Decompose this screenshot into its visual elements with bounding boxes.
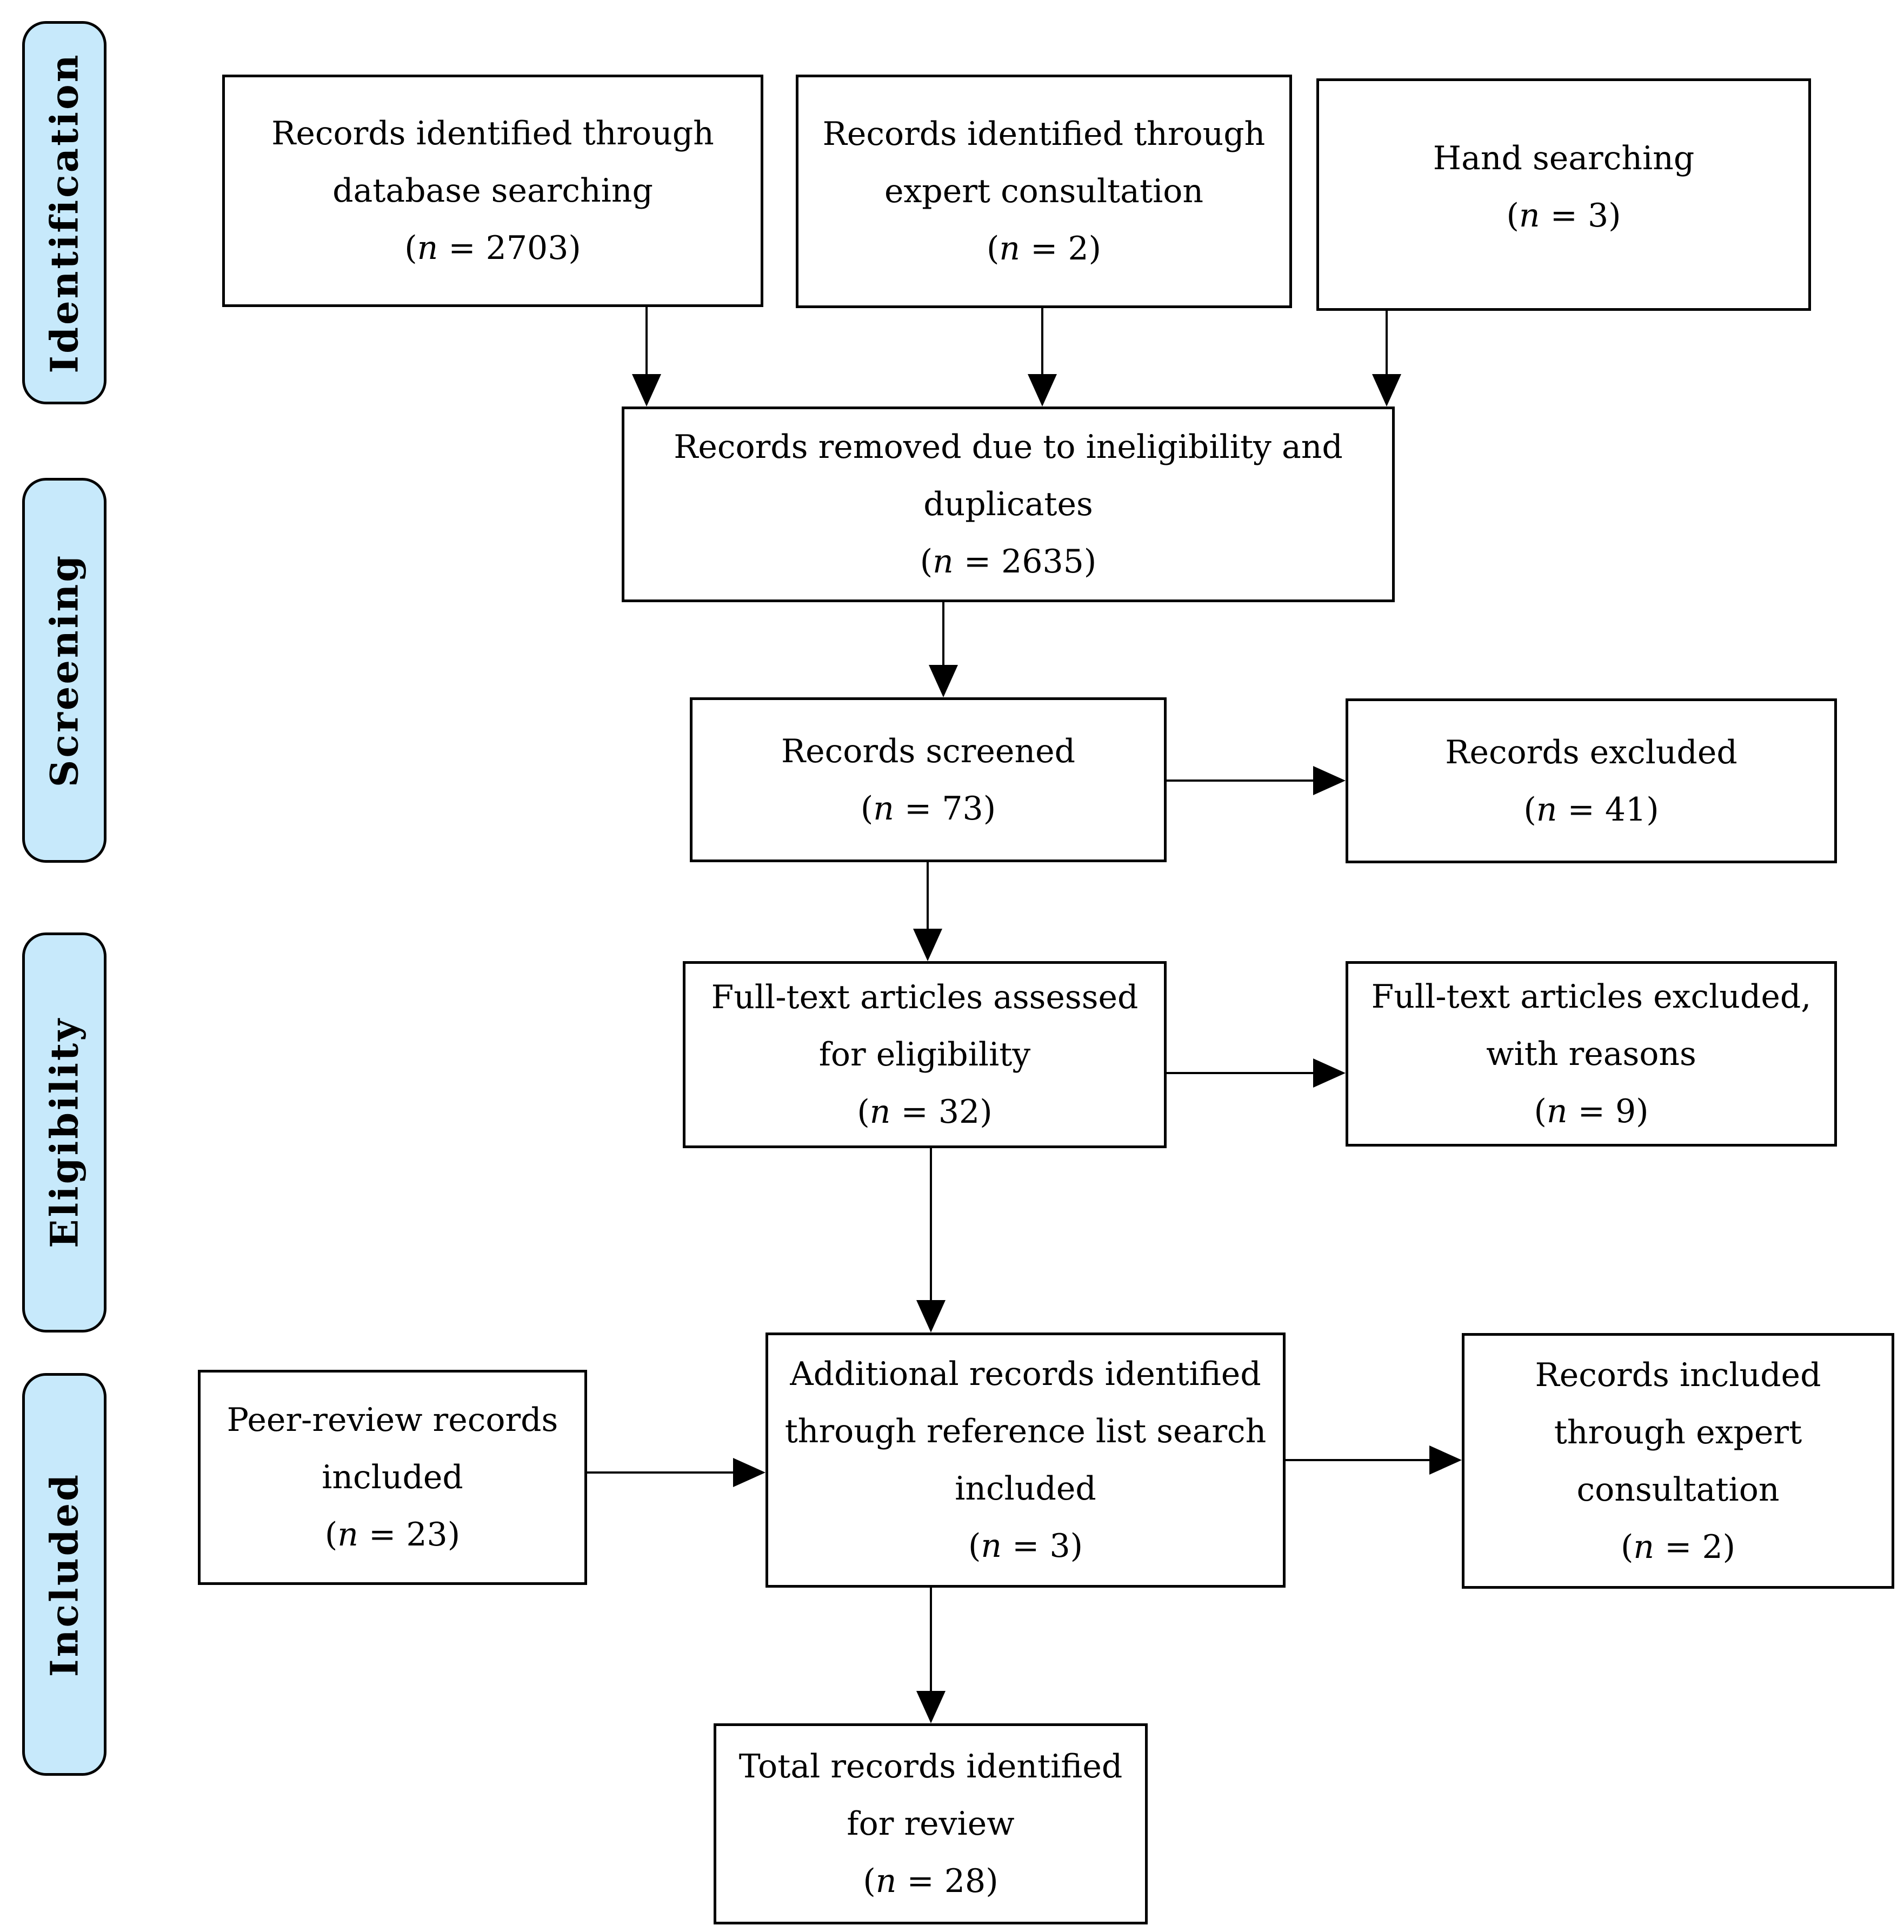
- box-line: Records identified through: [822, 115, 1266, 153]
- stage-eligibility-label: Eligibility: [42, 1017, 87, 1248]
- box-count: (n = 3): [1506, 197, 1621, 235]
- arrowhead-icon: [916, 1300, 946, 1333]
- arrowhead-icon: [1028, 374, 1057, 407]
- arrowhead-icon: [929, 665, 958, 697]
- box-count: (n = 2): [1620, 1528, 1736, 1566]
- box-line: Peer-review records: [227, 1401, 558, 1439]
- box-fulltext-excluded: Full-text articles excluded, with reason…: [1346, 961, 1837, 1147]
- box-count: (n = 23): [324, 1516, 461, 1554]
- box-fulltext-assessed: Full-text articles assessed for eligibil…: [683, 961, 1167, 1148]
- box-total-records: Total records identified for review (n =…: [714, 1723, 1148, 1924]
- box-count: (n = 41): [1523, 790, 1659, 829]
- box-peer-review-included: Peer-review records included (n = 23): [198, 1370, 587, 1585]
- box-count: (n = 2635): [920, 543, 1097, 581]
- box-line: database searching: [332, 172, 653, 210]
- stage-eligibility: Eligibility: [22, 932, 106, 1333]
- box-additional-reference-list: Additional records identified through re…: [765, 1333, 1286, 1588]
- box-count: (n = 2703): [404, 229, 581, 267]
- stage-screening: Screening: [22, 478, 106, 863]
- box-line: Additional records identified: [790, 1355, 1261, 1393]
- arrowhead-icon: [1313, 1058, 1346, 1088]
- box-line: included: [955, 1470, 1096, 1508]
- arrowhead-icon: [1313, 766, 1346, 795]
- box-line: Full-text articles excluded,: [1371, 977, 1812, 1016]
- box-line: Full-text articles assessed: [711, 978, 1139, 1016]
- box-line: Total records identified: [738, 1748, 1123, 1786]
- box-line: included: [322, 1458, 463, 1496]
- box-hand-searching: Hand searching (n = 3): [1316, 78, 1811, 311]
- arrowhead-icon: [632, 374, 661, 407]
- stage-included: Included: [22, 1373, 106, 1776]
- box-line: Records screened: [781, 732, 1075, 770]
- box-records-removed: Records removed due to ineligibility and…: [622, 407, 1395, 602]
- box-line: Hand searching: [1433, 139, 1695, 177]
- stage-screening-label: Screening: [42, 553, 87, 788]
- box-line: consultation: [1576, 1470, 1780, 1509]
- box-line: through reference list search: [784, 1413, 1267, 1450]
- box-records-expert-consultation: Records identified through expert consul…: [796, 75, 1292, 308]
- stage-included-label: Included: [42, 1472, 87, 1677]
- box-records-screened: Records screened (n = 73): [690, 697, 1167, 862]
- arrowhead-icon: [1372, 374, 1401, 407]
- box-line: with reasons: [1486, 1035, 1696, 1073]
- box-line: for eligibility: [818, 1036, 1031, 1074]
- arrowhead-icon: [1429, 1445, 1462, 1475]
- box-line: Records removed due to ineligibility and: [674, 428, 1343, 466]
- box-records-database-searching: Records identified through database sear…: [222, 75, 763, 307]
- box-line: expert consultation: [884, 172, 1204, 210]
- box-records-excluded: Records excluded (n = 41): [1346, 698, 1837, 863]
- box-count: (n = 9): [1534, 1092, 1649, 1130]
- box-line: for review: [847, 1805, 1015, 1843]
- box-line: Records excluded: [1445, 733, 1737, 771]
- arrowhead-icon: [733, 1458, 765, 1487]
- arrowhead-icon: [916, 1691, 946, 1723]
- stage-identification: Identification: [22, 21, 106, 404]
- box-line: through expert: [1554, 1413, 1802, 1451]
- box-line: Records identified through: [271, 115, 714, 152]
- box-included-expert-consultation: Records included through expert consulta…: [1462, 1333, 1894, 1589]
- box-count: (n = 3): [968, 1527, 1083, 1565]
- box-count: (n = 2): [986, 230, 1102, 268]
- box-count: (n = 28): [863, 1862, 998, 1900]
- box-line: duplicates: [923, 485, 1093, 523]
- box-line: Records included: [1535, 1356, 1821, 1394]
- stage-identification-label: Identification: [42, 52, 87, 374]
- box-count: (n = 73): [860, 789, 996, 828]
- box-count: (n = 32): [857, 1093, 993, 1131]
- arrowhead-icon: [913, 929, 942, 961]
